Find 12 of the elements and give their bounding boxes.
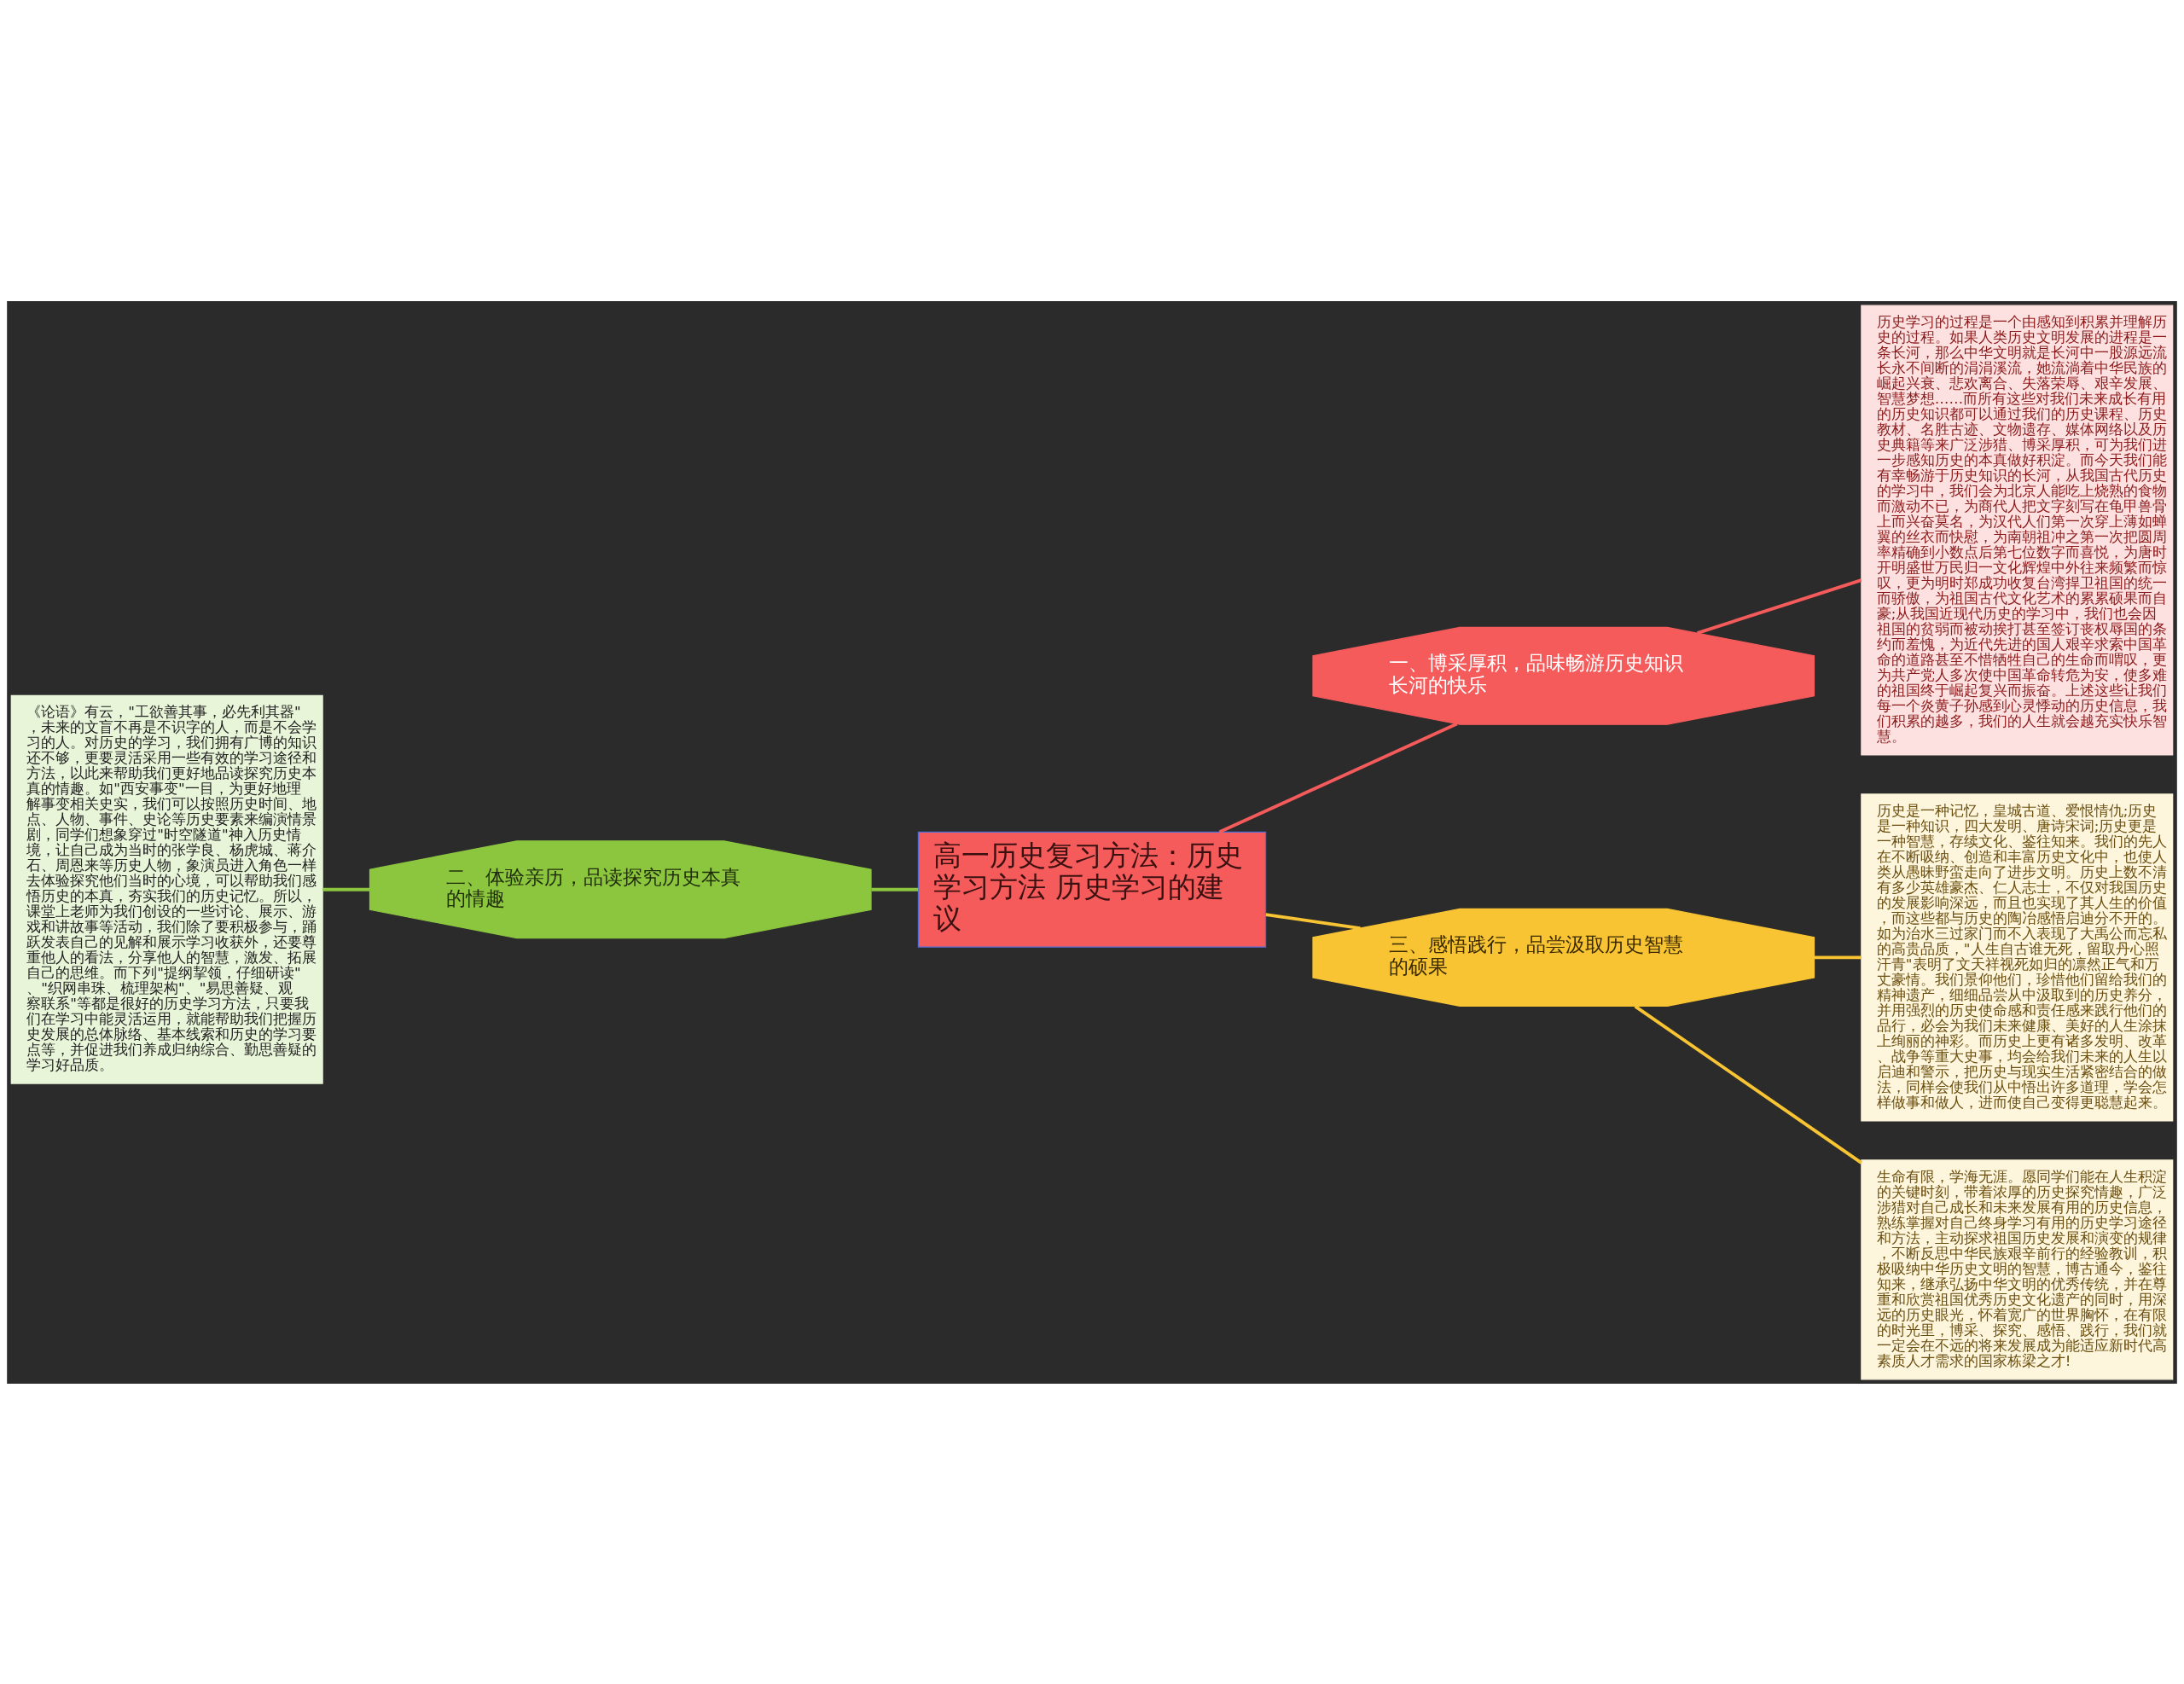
node-box: 历史学习的过程是一个由感知到积累并理解历史的过程。如果人类历史文明发展的进程是一条长河，那么中华文明就是长河中一股源远流长永不间断的涓涓溪流，她流淌着中华民族的崛起兴衰、悲欢离合、失落荣辱、艰辛发展、智慧梦想……而所有这些对我们未来成长有用的历史知识都可以通过我们的历史课程、历史教材、名胜古迹、文物遗存、媒体网络以及历史典籍等来广泛涉猎、博采厚积，可为我们进一步感知历史的本真做好积淀。而今天我们能有幸畅游于历史知识的长河，从我国古代历史的学习中，我们会为北京人能吃上烧熟的食物而激动不已，为商代人把文字刻写在龟甲兽骨上而兴奋莫名，为汉代人们第一次穿上薄如蝉翼的丝衣而快慰，为南朝祖冲之第一次把圆周率精确到小数点后第七位数字而喜悦，为唐时开明盛世万民归一文化辉煌中外往来频繁而惊叹，更为明时郑成功收复台湾捍卫祖国的统一而骄傲，为祖国古代文化艺术的累累硕果而自豪;从我国近现代历史的学习中，我们也会因祖国的贫弱而被动挨打甚至签订丧权辱国的条约而羞愧，为近代先进的国人艰辛求索中国革命的道路甚至不惜牺牲自己的生命而喟叹，更为共产党人多次使中国革命转危为安，使多难的祖国终于崛起复兴而振奋。上述这些让我们每一个炎黄子孙感到心灵悸动的历史信息，我们积累的越多，我们的人生就会越充实快乐智慧。: [1861, 305, 2174, 755]
node-box: 历史是一种记忆，皇城古道、爱恨情仇;历史是一种知识，四大发明、唐诗宋词;历史更是一种智慧，存续文化、鉴往知来。我们的先人在不断吸纳、创造和丰富历史文化中，也使人类从愚昧野蛮走向了进步文明。历史上数不清有多少英雄豪杰、仁人志士，不仅对我国历史的发展影响深远，而且也实现了其人生的价值，而这些都与历史的陶冶感悟启迪分不开的。如为治水三过家门而不入表现了大禹公而忘私的高贵品质，"人生自古谁无死，留取丹心照汗青"表明了文天祥视死如归的凛然正气和万丈豪情。我们景仰他们，珍惜他们留给我们的精神遗产，细细品尝从中汲取到的历史养分，并用强烈的历史使命感和责任感来践行他们的品行，必会为我们未来健康、美好的人生涂抹上绚丽的神彩。而历史上更有诸多发明、改革、战争等重大史事，均会给我们未来的人生以启迪和警示，把历史与现实生活紧密结合的做法，同样会使我们从中悟出许多道理，学会怎样做事和做人，进而使自己变得更聪慧起来。: [1861, 793, 2174, 1121]
connector: [871, 887, 919, 891]
connector: [322, 887, 370, 891]
connector: [1218, 722, 1458, 833]
connector: [1696, 578, 1862, 635]
connector: [1265, 912, 1361, 930]
connector: [1814, 955, 1862, 959]
node-box: 高一历史复习方法：历史学习方法 历史学习的建议: [917, 831, 1267, 948]
node-box: 《论语》有云，"工欲善其事，必先利其器"，未来的文盲不再是不识字的人，而是不会学习的人。对历史的学习，我们拥有广博的知识还不够，更要灵活采用一些有效的学习途径和方法，以此来帮助我们更好地品读探究历史本真的情趣。如"西安事变"一目，为更好地理解事变相关史实，我们可以按照历史时间、地点、人物、事件、史论等历史要素来编演情景剧，同学们想象穿过"时空隧道"神入历史情境，让自己成为当时的张学良、杨虎城、蒋介石、周恩来等历史人物，象演员进入角色一样去体验探究他们当时的心境，可以帮助我们感悟历史的本真，夯实我们的历史记忆。所以，课堂上老师为我们创设的一些讨论、展示、游戏和讲故事等活动，我们除了要积极参与，踊跃发表自己的见解和展示学习收获外，还要尊重他人的看法，分享他人的智慧，激发、拓展自己的思维。而下列"提纲挈领，仔细研读"、"织网串珠、梳理架构"、"易思善疑、观察联系"等都是很好的历史学习方法，只要我们在学习中能灵活运用，就能帮助我们把握历史发展的总体脉络、基本线索和历史的学习要点等，并促进我们养成归纳综合、勤思善疑的学习好品质。: [10, 694, 323, 1084]
connector: [1634, 1004, 1862, 1164]
node-box: 生命有限，学海无涯。愿同学们能在人生积淀的关键时刻，带着浓厚的历史探究情趣，广泛涉猎对自己成长和未来发展有用的历史信息，熟练掌握对自己终身学习有用的历史学习途径和方法，主动探求祖国历史发展和演变的规律，不断反思中华民族艰辛前行的经验教训，积极吸纳中华历史文明的智慧，博古通今，鉴往知来，继承弘扬中华文明的优秀传统，并在尊重和欣赏祖国优秀历史文化遗产的同时，用深远的历史眼光，怀着宽广的世界胸怀，在有限的时光里，博采、探究、感悟、践行，我们就一定会在不远的将来发展成为能适应新时代高素质人才需求的国家栋梁之才!: [1861, 1158, 2174, 1379]
